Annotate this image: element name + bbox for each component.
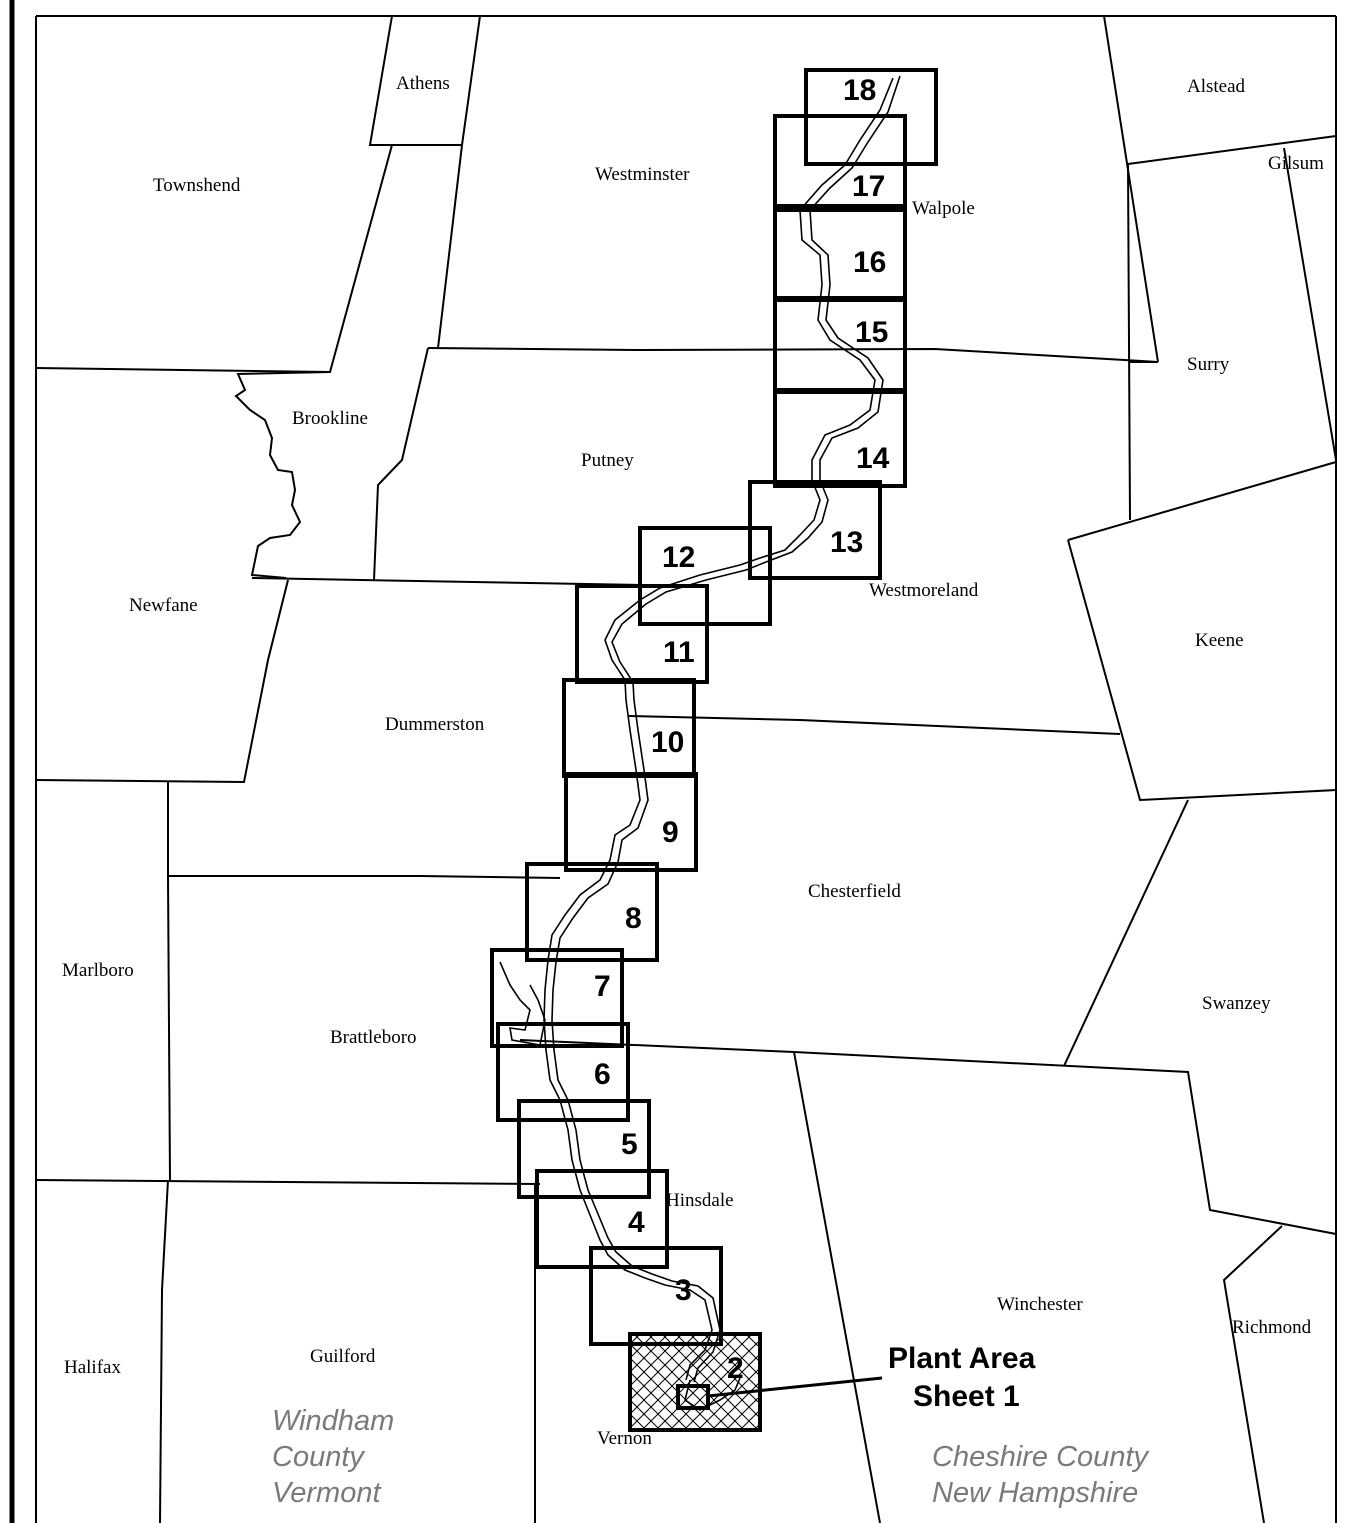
town-labels: Athens Townshend Westminster Alstead Gil… [62,73,1324,1449]
callout-subtitle: Sheet 1 [913,1380,1020,1413]
town-label-guilford: Guilford [310,1346,376,1367]
sheet-number: 17 [852,170,885,203]
town-label-brattleboro: Brattleboro [330,1027,417,1048]
town-label-swanzey: Swanzey [1202,993,1271,1014]
town-label-dummerston: Dummerston [385,714,485,735]
town-label-gilsum: Gilsum [1268,153,1324,174]
sheet-17-area[interactable] [773,114,907,212]
town-boundaries [35,15,1337,1523]
sheet-9-area[interactable] [564,772,698,872]
sheet-number: 2 [727,1352,744,1385]
town-label-brookline: Brookline [292,408,368,429]
sheet-7-area[interactable] [490,948,624,1048]
sheet-14-area[interactable] [773,388,907,488]
sheet-3-area[interactable] [589,1246,723,1346]
town-label-halifax: Halifax [64,1357,121,1378]
sheet-number: 4 [628,1206,645,1239]
sheet-numbers: 18 17 16 15 14 13 12 11 10 9 8 7 6 5 4 3… [594,74,890,1385]
county-label-windham: Vermont [272,1477,382,1509]
sheet-5-area[interactable] [517,1099,651,1199]
sheet-number: 13 [830,526,863,559]
town-label-keene: Keene [1195,630,1244,651]
sheet-number: 8 [625,902,642,935]
sheet-number: 3 [675,1274,692,1307]
sheet-number: 12 [662,541,695,574]
town-label-townshend: Townshend [153,175,241,196]
town-label-newfane: Newfane [129,595,198,616]
sheet-number: 10 [651,726,684,759]
sheet-4-area[interactable] [535,1169,669,1269]
sheet-number: 5 [621,1128,638,1161]
county-label-windham: County [272,1441,365,1473]
plant-area-callout: Plant Area Sheet 1 [888,1342,1036,1413]
connecticut-river [499,75,901,1411]
county-label-cheshire: New Hampshire [932,1477,1138,1509]
plant-area-box[interactable] [676,1384,710,1410]
town-label-richmond: Richmond [1232,1317,1312,1338]
callout-title: Plant Area [888,1342,1036,1375]
county-label-windham: Windham [272,1405,394,1437]
sheet-number: 9 [662,816,679,849]
county-labels: Windham County Vermont Cheshire County N… [272,1405,1149,1509]
sheet-6-area[interactable] [496,1022,630,1122]
county-label-cheshire: Cheshire County [932,1441,1149,1473]
town-label-westminster: Westminster [595,164,690,185]
town-label-marlboro: Marlboro [62,960,134,981]
town-label-winchester: Winchester [997,1294,1083,1315]
town-label-surry: Surry [1187,354,1230,375]
sheet-number: 15 [855,316,888,349]
sheet-index [490,68,938,1432]
plant-callout-leader [707,1376,883,1398]
town-label-alstead: Alstead [1187,76,1246,97]
map-frame [9,0,1337,1523]
sheet-8-area[interactable] [525,862,659,962]
sheet-number: 6 [594,1058,611,1091]
sheet-number: 7 [594,970,611,1003]
town-label-chesterfield: Chesterfield [808,881,901,902]
sheet-number: 16 [853,246,886,279]
town-label-putney: Putney [581,450,634,471]
town-label-walpole: Walpole [912,198,975,219]
town-label-hinsdale: Hinsdale [666,1190,734,1211]
sheet-2-area[interactable] [628,1332,762,1432]
sheet-number: 18 [843,74,876,107]
sheet-number: 11 [663,636,695,669]
town-label-athens: Athens [396,73,450,94]
sheet-number: 14 [856,442,890,475]
town-label-vernon: Vernon [597,1428,652,1449]
town-label-westmoreland: Westmoreland [869,580,979,601]
